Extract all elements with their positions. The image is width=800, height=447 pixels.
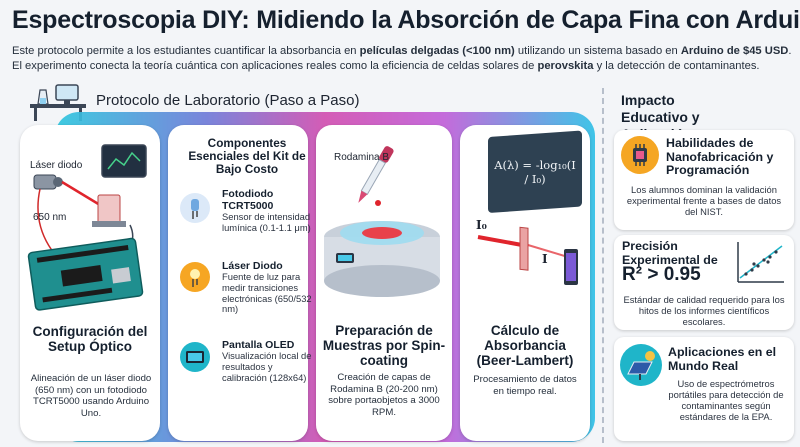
component-photodiode: Fotodiodo TCRT5000 Sensor de intensidad …: [222, 188, 312, 234]
component-name: Pantalla OLED: [222, 339, 295, 351]
impact-precision-title: Precisión Experimental de: [622, 239, 718, 267]
step-setup-title: Configuración del Setup Óptico: [32, 324, 148, 354]
step-spincoating-title: Preparación de Muestras por Spin-coating: [322, 323, 446, 368]
component-description: Sensor de intensidad lumínica (0.1-1.1 μ…: [222, 211, 311, 233]
page-title: Espectroscopia DIY: Midiendo la Absorció…: [12, 6, 800, 34]
protocol-heading: Protocolo de Laboratorio (Paso a Paso): [96, 92, 360, 109]
component-name: Láser Diodo: [222, 260, 283, 272]
components-heading: Componentes Esenciales del Kit de Bajo C…: [188, 136, 306, 176]
transmitted-intensity-label: I: [542, 252, 548, 266]
step-absorbance-title: Cálculo de Absorbancia (Beer-Lambert): [476, 323, 574, 368]
optical-setup-illustration: [27, 144, 147, 311]
laser-diode-icon: [180, 262, 210, 292]
rhodamine-label: Rodamina B: [334, 152, 390, 163]
wavelength-label: 650 nm: [33, 212, 67, 223]
scatter-plot-icon: [737, 242, 784, 283]
impact-precision-description: Estándar de calidad requerido para los h…: [623, 294, 785, 327]
laser-label: Láser diodo: [30, 160, 83, 171]
step-absorbance-description: Procesamiento de datos en tiempo real.: [473, 374, 577, 397]
solar-panel-icon: [620, 344, 662, 386]
component-name: Fotodiodo TCRT5000: [222, 188, 274, 212]
beer-lambert-formula: A(λ) = -log₁₀(I / I₀): [494, 158, 576, 186]
impact-skills-title: Habilidades de Nanofabricación y Program…: [666, 136, 774, 177]
photodiode-icon: [180, 193, 210, 223]
component-description: Fuente de luz para medir transiciones el…: [222, 271, 312, 315]
beer-lambert-illustration: [477, 130, 582, 285]
step-spincoating-description: Creación de capas de Rodamina B (20-200 …: [328, 372, 440, 418]
spin-coater-illustration: [324, 146, 440, 297]
component-description: Visualización local de resultados y cali…: [222, 350, 312, 383]
incident-intensity-label: I₀: [476, 218, 487, 232]
impact-applications-description: Uso de espectrómetros portátiles para de…: [668, 378, 784, 422]
section-divider: [602, 88, 604, 443]
component-laser-diode: Láser Diodo Fuente de luz para medir tra…: [222, 260, 312, 315]
precision-metric: R² > 0.95: [622, 264, 701, 285]
impact-applications-title: Aplicaciones en el Mundo Real: [668, 345, 777, 373]
impact-skills-description: Los alumnos dominan la validación experi…: [626, 184, 782, 217]
microchip-icon: [621, 136, 659, 174]
intro-paragraph: Este protocolo permite a los estudiantes…: [12, 45, 792, 72]
step-setup-description: Alineación de un láser diodo (650 nm) co…: [30, 373, 152, 419]
component-oled: Pantalla OLED Visualización local de res…: [222, 339, 312, 383]
oled-display-icon: [180, 342, 210, 372]
